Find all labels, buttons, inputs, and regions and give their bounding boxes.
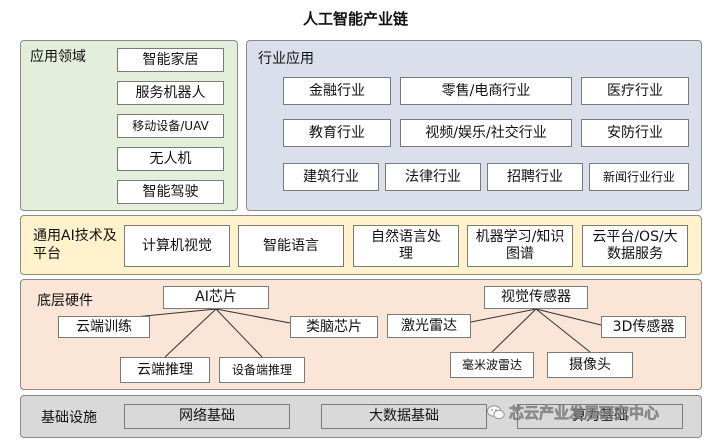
watermark: 芯云产业发展研究中心 [487, 402, 659, 423]
infra-network: 网络基础 [124, 404, 290, 429]
tech-ml-knowledge-graph: 机器学习/知识图谱 [467, 225, 573, 267]
tech-label: 通用AI技术及平台 [33, 228, 117, 262]
industry-medical: 医疗行业 [581, 77, 689, 105]
hw-cloud-training: 云端训练 [58, 316, 150, 338]
infra-compute: 算力基础 [517, 404, 683, 429]
app-item-smart-driving: 智能驾驶 [117, 180, 224, 204]
hw-edge-inference: 设备端推理 [219, 357, 305, 383]
infra-big-data: 大数据基础 [321, 404, 487, 429]
hw-brain-chip: 类脑芯片 [290, 316, 378, 338]
hw-cloud-inference: 云端推理 [120, 357, 210, 383]
hw-mmwave-radar: 毫米波雷达 [450, 352, 534, 378]
tech-smart-voice: 智能语言 [238, 225, 344, 267]
app-domain-label: 应用领域 [30, 49, 86, 65]
wechat-icon [487, 405, 505, 420]
hardware-label: 底层硬件 [37, 293, 93, 309]
industry-finance: 金融行业 [283, 77, 391, 105]
diagram-title: 人工智能产业链 [302, 10, 408, 28]
industry-retail: 零售/电商行业 [400, 77, 572, 105]
app-item-mobile-uav: 移动设备/UAV [117, 114, 224, 138]
app-item-service-robot: 服务机器人 [117, 81, 224, 105]
watermark-text: 芯云产业发展研究中心 [509, 404, 660, 423]
hw-3d-sensor: 3D传感器 [601, 316, 686, 338]
tech-nlp: 自然语言处理 [353, 225, 459, 267]
hw-vision-sensor: 视觉传感器 [484, 286, 588, 309]
hw-lidar: 激光雷达 [387, 314, 471, 338]
tech-computer-vision: 计算机视觉 [124, 225, 230, 267]
hw-camera: 摄像头 [547, 352, 633, 378]
tech-cloud-platform: 云平台/OS/大数据服务 [582, 225, 688, 267]
hw-ai-chip: AI芯片 [163, 286, 269, 309]
industry-news: 新闻行业行业 [589, 163, 689, 191]
app-item-smart-home: 智能家居 [117, 48, 224, 72]
industry-video-social: 视频/娱乐/社交行业 [400, 119, 572, 147]
industry-recruitment: 招聘行业 [487, 163, 583, 191]
infra-label: 基础设施 [41, 410, 97, 426]
industry-label: 行业应用 [258, 51, 314, 67]
industry-legal: 法律行业 [385, 163, 481, 191]
app-item-drone: 无人机 [117, 147, 224, 171]
industry-construction: 建筑行业 [283, 163, 379, 191]
industry-security: 安防行业 [581, 119, 689, 147]
industry-education: 教育行业 [283, 119, 391, 147]
